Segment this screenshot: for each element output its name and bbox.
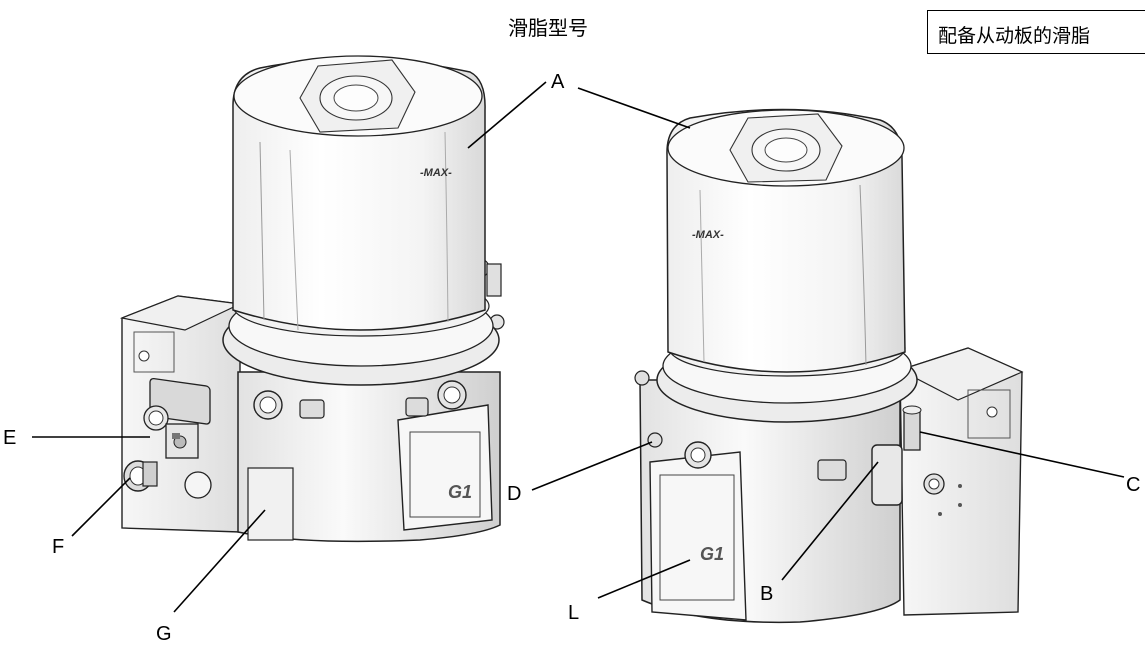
- left-reservoir: -MAX-: [232, 55, 486, 331]
- panel-logo: G1: [448, 482, 472, 502]
- leader-l: [597, 559, 691, 599]
- max-level-marking: -MAX-: [420, 167, 452, 179]
- right-control-panel: [649, 451, 747, 621]
- control-panel: [397, 404, 493, 531]
- heading-follower-plate-model: 配备从动板的滑脂: [938, 25, 1091, 47]
- callout-a: A: [551, 71, 565, 93]
- leader-b: [781, 461, 879, 581]
- left-pump-body: G1: [237, 258, 505, 543]
- callout-c: C: [1126, 474, 1140, 496]
- right-panel-logo: G1: [700, 544, 724, 564]
- leader-f: [71, 477, 131, 537]
- label-plate: [247, 467, 294, 541]
- callout-b: B: [760, 583, 773, 605]
- cable-gland-icon: [123, 460, 158, 492]
- power-connector-icon: [165, 423, 199, 459]
- left-pump: G1: [119, 55, 505, 543]
- right-mounting-box: [898, 347, 1024, 616]
- callout-f: F: [52, 536, 64, 558]
- right-reservoir: -MAX-: [666, 108, 906, 373]
- leader-d: [531, 441, 653, 491]
- leader-a-right: [577, 87, 691, 129]
- plug-port-icon: [184, 471, 212, 499]
- callout-l: L: [568, 602, 579, 624]
- heading-follower-plate-box: 配备从动板的滑脂: [927, 10, 1145, 54]
- grease-fitting-icon: [647, 432, 663, 448]
- vent-valve-icon: [871, 405, 945, 506]
- right-max-level-marking: -MAX-: [692, 229, 724, 241]
- callout-leaders: [32, 81, 1125, 613]
- heading-grease-model: 滑脂型号: [508, 16, 588, 40]
- callout-g: G: [156, 623, 172, 645]
- leader-c: [919, 431, 1125, 478]
- right-pump-body: G1: [634, 370, 945, 624]
- left-mounting-box: [119, 295, 243, 533]
- callout-d: D: [507, 483, 521, 505]
- leader-g: [173, 509, 266, 613]
- callout-e: E: [3, 427, 16, 449]
- leader-a-left: [467, 81, 547, 149]
- callout-labels: A E F G D L B C: [3, 71, 1140, 645]
- right-pump: G1: [634, 108, 1024, 624]
